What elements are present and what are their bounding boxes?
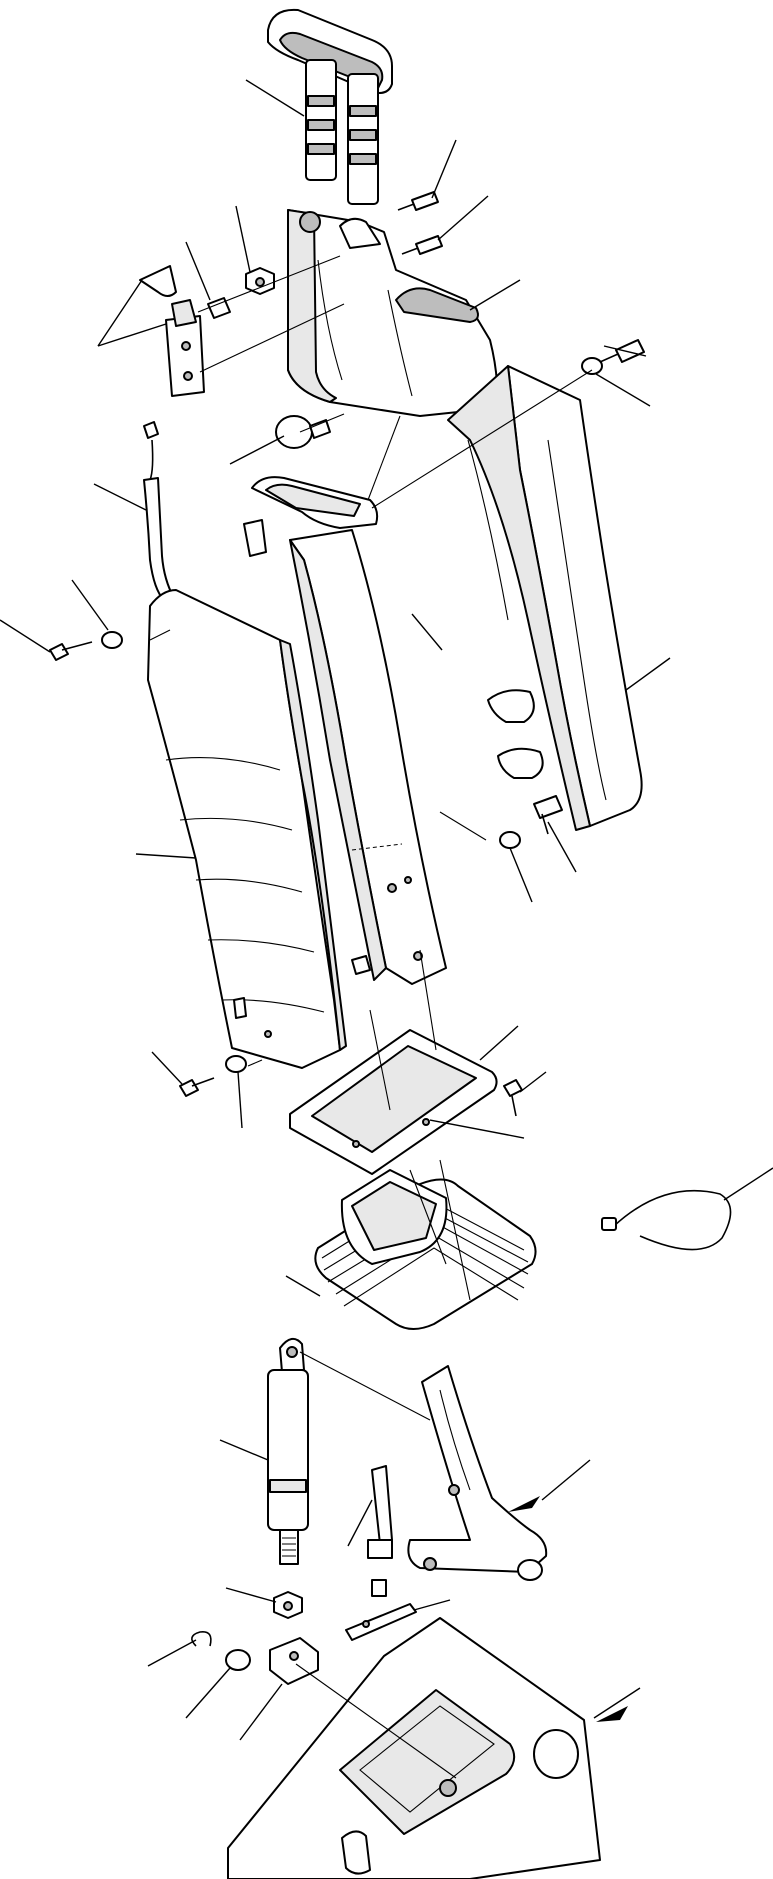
leader-lines xyxy=(0,79,773,1741)
washer-left-lower xyxy=(225,1055,247,1073)
rubber-boot xyxy=(314,1169,537,1330)
assembly-guide-lines xyxy=(149,255,593,1779)
gasket-frame xyxy=(289,1029,498,1175)
knob xyxy=(275,415,331,449)
lever-bracket xyxy=(407,1365,548,1581)
upper-housing xyxy=(287,209,499,417)
clevis-block xyxy=(269,1637,319,1685)
arrow-frame xyxy=(596,1706,628,1722)
gas-spring xyxy=(267,1337,309,1565)
screw-right-lower xyxy=(533,795,563,835)
bracket-clamp xyxy=(165,299,205,397)
screw-gasket xyxy=(503,1079,523,1117)
handle-pin-right xyxy=(347,73,379,205)
screw-right-upper xyxy=(599,339,645,363)
pin-clip xyxy=(345,1603,417,1641)
washer-right-upper xyxy=(581,357,603,375)
washer-right-lower xyxy=(499,831,521,849)
cable-assembly xyxy=(143,421,175,601)
left-column-cover xyxy=(147,589,347,1069)
knob-clip xyxy=(139,265,177,297)
snap-ring xyxy=(191,1630,212,1647)
screw-top-2 xyxy=(401,235,443,255)
middle-column-panel xyxy=(243,476,447,985)
handle-pin-left xyxy=(305,59,337,181)
hex-nut xyxy=(245,267,275,295)
washer-lower xyxy=(225,1649,251,1671)
arrow-lever xyxy=(508,1496,540,1512)
right-column-cover xyxy=(447,365,643,831)
screw-left-upper xyxy=(49,641,93,661)
set-screw xyxy=(207,297,231,319)
cable-tie xyxy=(601,1190,732,1251)
washer-left-upper xyxy=(101,631,123,649)
lock-nut xyxy=(273,1591,303,1619)
screw-left-lower xyxy=(179,1077,215,1097)
cable-rod xyxy=(367,1465,393,1597)
screw-top-1 xyxy=(397,191,439,211)
